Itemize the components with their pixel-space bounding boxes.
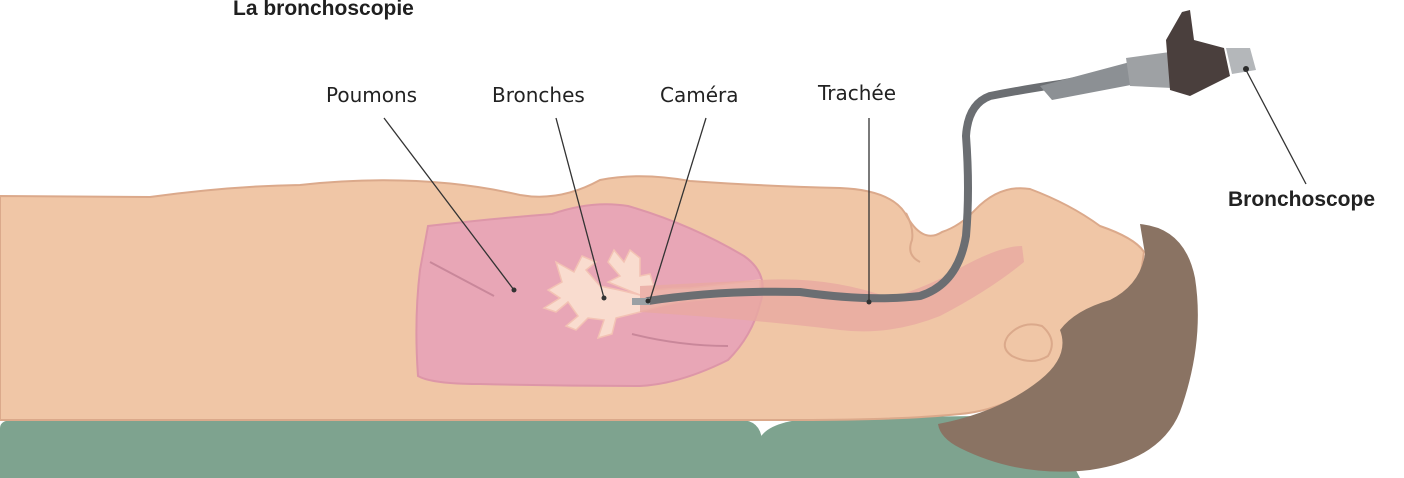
poumons-leader-dot [512,288,517,293]
label-bronches: Bronches [492,83,585,107]
bronchoscope-handle [1166,10,1230,96]
trachee-leader-dot [867,300,872,305]
label-trachee: Trachée [818,81,896,105]
label-camera: Caméra [660,83,739,107]
bronches-leader-dot [602,296,607,301]
mattress [0,420,762,478]
bronchoscope-leader-line [1246,70,1306,184]
label-poumons: Poumons [326,83,417,107]
bronchoscope-eyepiece [1226,48,1256,74]
bronchoscope-body [1126,52,1172,88]
label-bronchoscope: Bronchoscope [1228,188,1375,212]
diagram-title: La bronchoscopie [233,0,414,21]
